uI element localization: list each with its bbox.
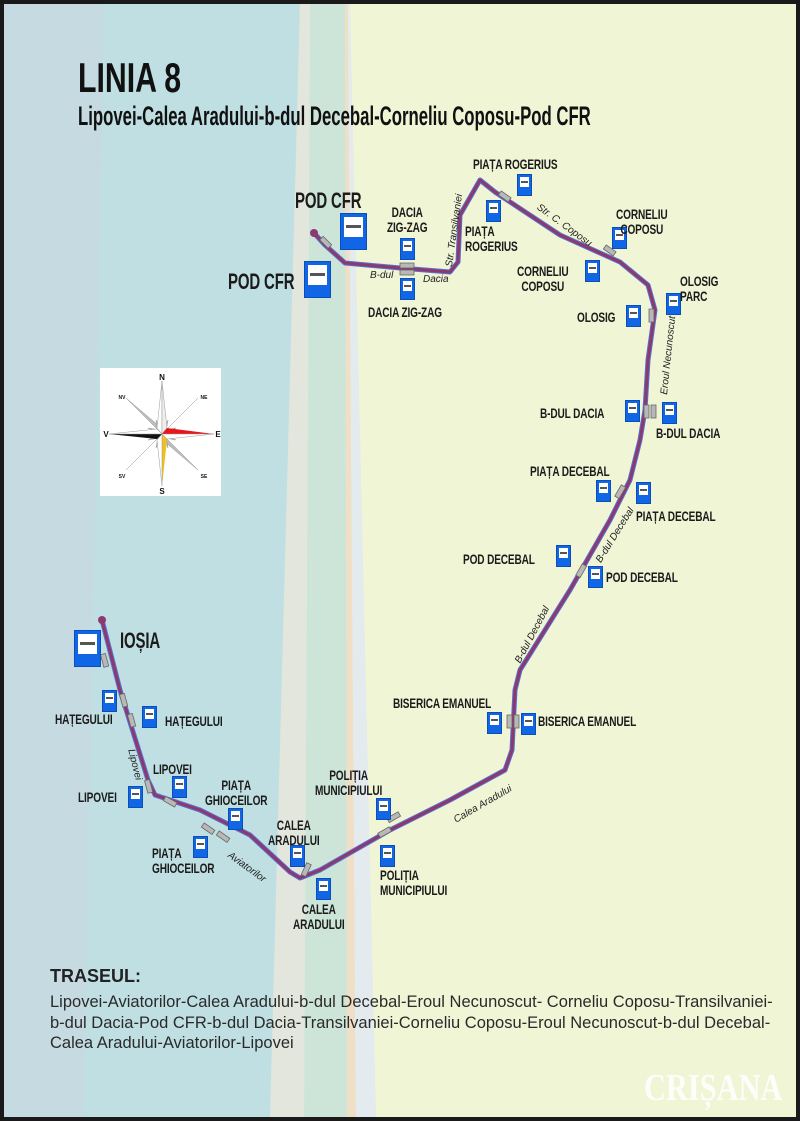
stop-label: BISERICA EMANUEL <box>538 713 637 729</box>
stop-sign-icon <box>193 836 208 858</box>
stop-sign-icon <box>376 798 391 820</box>
stop-sign-icon <box>556 545 571 567</box>
stop-label: POD DECEBAL <box>606 569 678 585</box>
stop-sign-icon <box>128 786 143 808</box>
compass-e: E <box>215 430 221 439</box>
stop-sign-icon <box>625 400 640 422</box>
compass-s: S <box>159 487 165 496</box>
stop-label: POD DECEBAL <box>463 551 535 567</box>
stop-sign-icon <box>487 712 502 734</box>
route-description: Lipovei-Aviatorilor-Calea Aradului-b-dul… <box>50 993 773 1052</box>
stop-label: PIAȚA ROGERIUS <box>465 223 518 254</box>
route-heading: TRASEUL: <box>50 966 141 986</box>
page-subtitle: Lipovei-Calea Aradului-b-dul Decebal-Cor… <box>78 101 591 131</box>
page-title: LINIA 8 <box>78 54 182 101</box>
stop-sign-icon <box>612 227 627 249</box>
stop-sign-icon <box>400 238 415 260</box>
stop-sign-icon <box>517 174 532 196</box>
compass-sv: SV <box>119 474 126 480</box>
stop-label: CALEA ARADULUI <box>268 817 320 848</box>
stop-sign-icon <box>400 278 415 300</box>
stop-label: PIAȚA DECEBAL <box>636 508 716 524</box>
stop-label: POLIȚIA MUNICIPIULUI <box>380 867 448 898</box>
stop-sign-icon <box>596 480 611 502</box>
stop-sign-icon <box>340 213 367 250</box>
street-label: Dacia <box>423 274 449 285</box>
stop-label: CORNELIU COPOSU <box>616 206 668 237</box>
compass-ne: NE <box>201 395 209 401</box>
stop-sign-icon <box>626 305 641 327</box>
compass-rose-icon: N S E V NE NV SE SV <box>103 373 221 496</box>
stop-sign-icon <box>102 690 117 712</box>
map: LINIA 8 Lipovei-Calea Aradului-b-dul Dec… <box>4 4 796 1117</box>
stop-label: POLIȚIA MUNICIPIULUI <box>315 767 383 798</box>
stop-sign-icon <box>74 630 101 667</box>
route-line <box>98 177 658 881</box>
stop-sign-icon <box>380 845 395 867</box>
stop-label: BISERICA EMANUEL <box>393 695 492 711</box>
stop-label: LIPOVEI <box>78 789 117 805</box>
stop-label: HAȚEGULUI <box>55 711 113 727</box>
stop-label: DACIA ZIG-ZAG <box>387 204 428 235</box>
compass-v: V <box>103 430 109 439</box>
stop-sign-icon <box>588 566 603 588</box>
stop-label: LIPOVEI <box>153 761 192 777</box>
stop-sign-icon <box>228 808 243 830</box>
compass-nv: NV <box>119 395 127 401</box>
stop-sign-icon <box>521 713 536 735</box>
stop-label: PIAȚA DECEBAL <box>530 463 610 479</box>
stop-sign-icon <box>636 482 651 504</box>
stop-sign-icon <box>142 706 157 728</box>
stop-label: DACIA ZIG-ZAG <box>368 304 442 320</box>
compass-rose: N S E V NE NV SE SV <box>100 368 221 496</box>
stop-sign-icon <box>585 260 600 282</box>
stop-sign-icon <box>172 776 187 798</box>
stop-label: OLOSIG PARC <box>680 273 719 304</box>
stop-label: B-DUL DACIA <box>656 425 721 441</box>
compass-n: N <box>159 373 165 382</box>
stop-label: B-DUL DACIA <box>540 405 605 421</box>
stop-label: IOȘIA <box>120 628 161 653</box>
stop-sign-icon <box>304 261 331 298</box>
stop-label: HAȚEGULUI <box>165 713 223 729</box>
stop-label: CALEA ARADULUI <box>293 901 345 932</box>
stop-label: POD CFR <box>295 188 362 213</box>
stop-label: PIAȚA GHIOCEILOR <box>152 845 215 876</box>
stop-sign-icon <box>290 845 305 867</box>
stop-sign-icon <box>486 200 501 222</box>
stop-label: CORNELIU COPOSU <box>517 263 569 294</box>
stop-label: POD CFR <box>228 269 295 294</box>
stop-sign-icon <box>316 878 331 900</box>
stop-label: PIAȚA ROGERIUS <box>473 156 558 172</box>
stop-label: OLOSIG <box>577 309 616 325</box>
stop-label: PIAȚA GHIOCEILOR <box>205 777 268 808</box>
watermark-logo: CRIȘANA <box>644 1067 783 1109</box>
compass-se: SE <box>201 474 208 480</box>
stop-sign-icon <box>662 402 677 424</box>
street-label: B-dul <box>370 270 394 281</box>
stop-sign-icon <box>666 293 681 315</box>
